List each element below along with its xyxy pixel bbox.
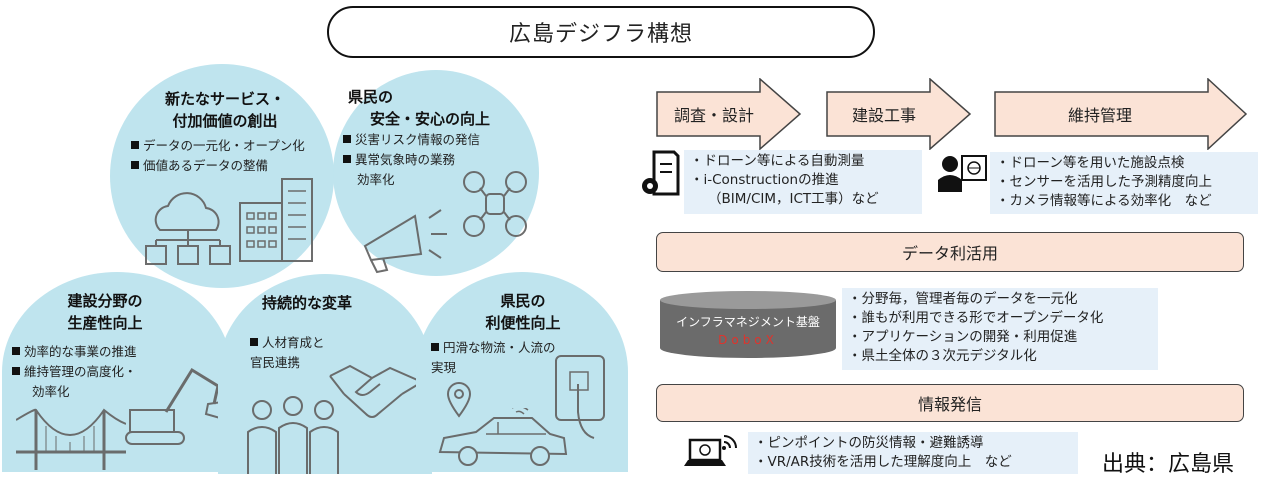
tablet-touch-icon	[555, 355, 605, 439]
arrow-maintenance	[994, 78, 1248, 150]
circle-convenience-title: 県民の 利便性向上	[485, 292, 561, 332]
circle-safety-title: 県民の	[348, 88, 394, 106]
arrow-construction-label: 建設工事	[851, 106, 916, 125]
circle-safety-subtitle: 安全・安心の向上	[370, 110, 491, 128]
megaphone-icon	[363, 209, 447, 274]
platform-brand: DoboX	[718, 333, 778, 347]
circle-new-services	[110, 64, 334, 288]
laptop-signal-icon	[684, 435, 737, 466]
source-credit: 出典：広島県	[1102, 452, 1235, 477]
handshake-icon	[329, 364, 423, 418]
info-dissemination-box: ・ピンポイントの防災情報・避難誘導 ・VR/AR技術を活用した理解度向上 など	[748, 432, 1078, 474]
excavator-icon	[125, 367, 224, 445]
maintenance-info-box: ・ドローン等を用いた施設点検 ・センサーを活用した予測精度向上 ・カメラ情報等に…	[990, 152, 1258, 214]
arrow-construction	[826, 78, 972, 150]
circle-sustainable-bullets: 人材育成と 官民連携	[250, 335, 325, 370]
platform-info-box: ・分野毎，管理者毎のデータを一元化 ・誰もが利用できる形でオープンデータ化 ・ア…	[842, 288, 1158, 370]
bridge-icon	[16, 408, 126, 470]
survey-info-box: ・ドローン等による自動測量 ・i-Constructionの推進 （BIM/CI…	[684, 150, 922, 214]
cloud-server-icon	[145, 192, 231, 265]
circle-convenience	[416, 272, 628, 472]
drone-icon	[463, 171, 527, 237]
platform-name: インフラマネジメント基盤	[676, 315, 820, 329]
presenter-icon	[938, 155, 987, 192]
circle-construction-title: 建設分野の 生産性向上	[67, 292, 143, 332]
circle-new-services-bullets: データの一元化・オープン化 価値あるデータの整備	[131, 136, 331, 176]
arrow-survey-design	[656, 78, 802, 150]
arrow-maintenance-label: 維持管理	[1067, 106, 1132, 125]
circle-convenience-bullets: 円滑な物流・人流の 実現	[431, 340, 556, 375]
info-dissemination-bar: 情報発信	[656, 384, 1244, 422]
car-icon	[438, 408, 568, 466]
circle-new-services-title: 新たなサービス・ 付加価値の創出	[164, 90, 285, 130]
database-icon	[660, 291, 836, 358]
document-gear-icon	[642, 150, 680, 196]
building-icon	[239, 178, 313, 262]
data-utilization-bar: データ利活用	[656, 232, 1244, 272]
circle-sustainable-title: 持続的な変革	[261, 294, 352, 312]
arrow-survey-design-label: 調査・設計	[673, 106, 754, 125]
people-icon	[247, 396, 339, 474]
circle-safety-bullets: 災害リスク情報の発信 異常気象時の業務 効率化	[343, 130, 523, 190]
circle-construction-bullets: 効率的な事業の推進 維持管理の高度化・ 効率化	[12, 342, 202, 402]
location-pin-icon	[446, 382, 472, 418]
circle-sustainable	[218, 274, 432, 474]
circle-safety	[333, 70, 539, 276]
page-title: 広島デジフラ構想	[327, 6, 875, 58]
